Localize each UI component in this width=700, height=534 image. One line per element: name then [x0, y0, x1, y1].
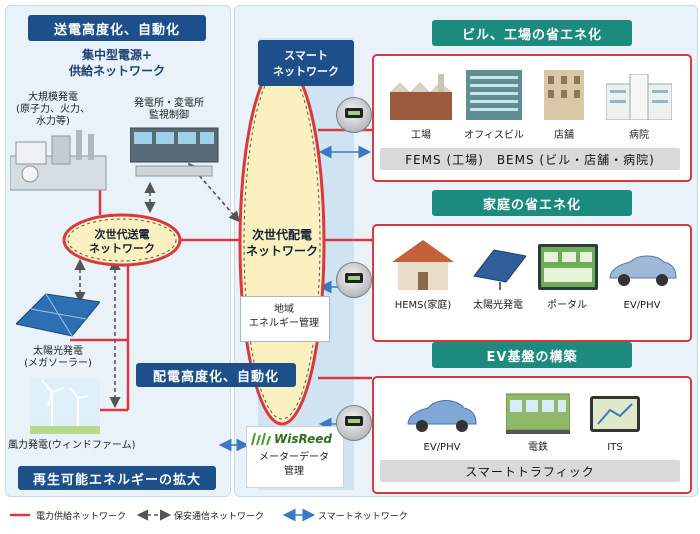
- smart-meter-icon: [336, 405, 372, 441]
- solar-line-1: 太陽光発電: [33, 346, 83, 357]
- solar-panel-icon: [473, 249, 526, 290]
- central-title-line-2: 供給ネットワーク: [68, 64, 165, 78]
- legend-power-supply: 電力供給ネットワーク: [36, 512, 127, 522]
- control-line-1: 発電所・変電所: [134, 98, 204, 109]
- transmission-network-line-1: 次世代送電: [94, 228, 150, 241]
- home-label-portal: ポータル: [547, 300, 587, 311]
- wind-farm-icon: [30, 378, 100, 434]
- hospital-icon: [606, 74, 672, 120]
- legend-security-comm: 保安通信ネットワーク: [174, 512, 265, 522]
- transmission-network-line-2: ネットワーク: [89, 242, 155, 255]
- distribution-automation-header: 配電高度化、自動化: [136, 363, 296, 387]
- electric-car-icon: [609, 255, 677, 286]
- fems-bems-bar: FEMS (工場) BEMS (ビル・店舗・病院): [380, 148, 680, 170]
- smart-network-header: スマート ネットワーク: [258, 40, 354, 86]
- central-title-line-1: 集中型電源+: [81, 48, 153, 62]
- home-energy-header: 家庭の省エネ化: [432, 190, 632, 216]
- factory-icon: [390, 74, 452, 120]
- smart-network-line-2: ネットワーク: [273, 65, 339, 78]
- meter-data-box: [246, 426, 344, 488]
- smart-meter-icon: [336, 262, 372, 298]
- wind-farm-label: 風力発電(ウィンドファーム): [8, 440, 136, 451]
- building-label-hospital: 病院: [629, 130, 649, 141]
- ev-car-icon: [407, 400, 477, 432]
- wisreed-logo-icon: [251, 432, 271, 446]
- control-line-2: 監視制御: [149, 110, 189, 121]
- legend-smart-network: スマートネットワーク: [318, 512, 408, 522]
- ev-label-its: ITS: [607, 442, 623, 453]
- building-label-store: 店舗: [554, 130, 574, 141]
- transmission-ellipse: [62, 213, 182, 267]
- its-navigation-icon: [590, 396, 640, 432]
- home-label-solar: 太陽光発電: [473, 300, 523, 311]
- house-icon: [392, 240, 454, 290]
- ev-label-car: EV/PHV: [423, 442, 461, 453]
- renewable-energy-header: 再生可能エネルギーの拡大: [18, 466, 216, 490]
- distribution-network-line-1: 次世代配電: [251, 228, 312, 242]
- control-room-icon: [130, 127, 219, 177]
- smart-traffic-bar: スマートトラフィック: [380, 460, 680, 482]
- office-building-icon: [466, 70, 522, 120]
- regional-energy-line-2: エネルギー管理: [249, 318, 319, 329]
- train-icon: [506, 393, 570, 434]
- ev-label-train: 電鉄: [528, 442, 548, 453]
- power-plant-icon: [10, 130, 107, 191]
- meter-data-line-2: 管理: [284, 466, 304, 477]
- meter-data-line-1: メーターデータ: [259, 452, 329, 463]
- ev-infrastructure-header: EV基盤の構築: [432, 342, 632, 368]
- home-label-ev: EV/PHV: [623, 300, 661, 311]
- smart-network-line-1: スマート: [284, 49, 328, 62]
- distribution-network-line-2: ネットワーク: [245, 244, 318, 258]
- smart-meter-icon: [336, 97, 372, 133]
- building-energy-header: ビル、工場の省エネ化: [432, 20, 632, 46]
- building-label-office: オフィスビル: [464, 130, 524, 141]
- regional-energy-line-1: 地域: [274, 304, 294, 315]
- home-label-hems: HEMS(家庭): [394, 300, 452, 311]
- large-gen-line-3: 水力等): [36, 116, 70, 127]
- large-gen-line-2: (原子力、火力、: [16, 104, 90, 115]
- wisreed-logo-text: WisReed: [274, 432, 333, 446]
- large-gen-line-1: 大規模発電: [28, 92, 78, 103]
- store-icon: [544, 70, 584, 120]
- regional-energy-box: [240, 296, 330, 342]
- portal-display-icon: [538, 244, 598, 290]
- solar-line-2: (メガソーラー): [24, 358, 92, 369]
- transmission-automation-header: 送電高度化、自動化: [28, 15, 206, 41]
- building-label-factory: 工場: [411, 130, 431, 141]
- solar-farm-icon: [16, 293, 100, 337]
